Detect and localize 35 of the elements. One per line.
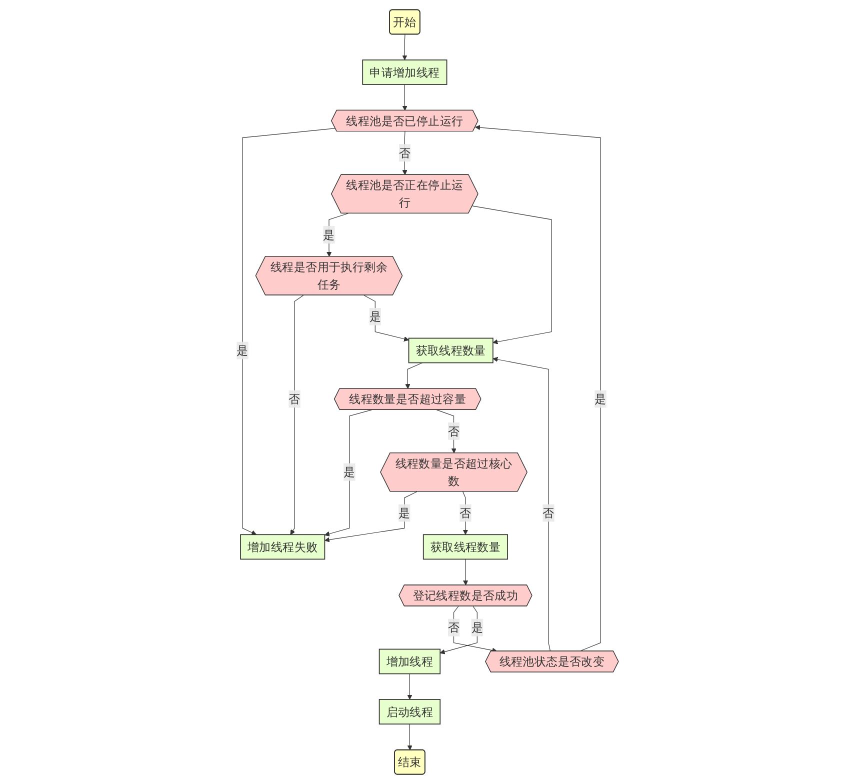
edge-label: 否	[460, 506, 472, 520]
arrow	[472, 206, 552, 344]
arrow	[462, 558, 468, 586]
edge-label: 是	[471, 620, 483, 635]
edge-label: 是	[323, 228, 335, 242]
node-box: 获取线程数量	[408, 338, 494, 364]
node-box: 增加线程	[378, 648, 440, 674]
edge-label: 是	[369, 310, 381, 324]
arrow	[242, 128, 336, 535]
arrow	[407, 673, 412, 700]
node-box: 获取线程数量	[422, 534, 508, 560]
arrow	[324, 491, 418, 542]
edge-label: 否	[398, 146, 410, 160]
arrow	[290, 294, 304, 535]
edge-label: 是	[236, 343, 248, 358]
arrow	[453, 606, 498, 653]
edge-label: 是	[398, 506, 410, 520]
edge-label: 是	[594, 392, 606, 406]
edge-label: 否	[448, 620, 460, 635]
arrow	[474, 124, 601, 652]
edge-label: 否	[448, 424, 460, 438]
arrow	[440, 606, 478, 654]
node-box: 增加线程失败	[240, 534, 326, 560]
arrow	[405, 362, 423, 389]
arrow	[492, 356, 551, 652]
edge-label: 否	[288, 392, 300, 406]
arrow	[364, 294, 409, 342]
arrow	[402, 34, 408, 60]
edge-label: 否	[542, 506, 554, 520]
node-box: 启动线程	[378, 699, 440, 724]
arrow	[407, 724, 412, 750]
arrow	[402, 84, 408, 111]
arrow	[324, 410, 372, 536]
edge-label: 是	[344, 465, 356, 480]
node-box: 申请增加线程	[362, 60, 448, 85]
